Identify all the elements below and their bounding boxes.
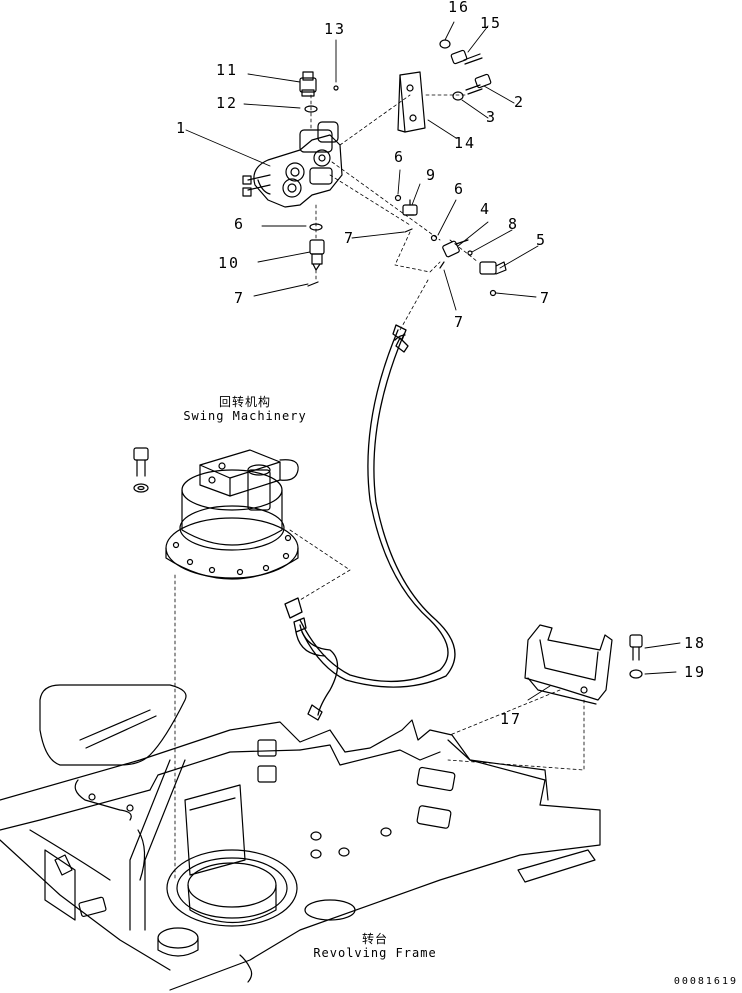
callout-19: 19 [684,663,707,681]
pin-part-7c [439,261,445,269]
callout-3: 3 [486,108,498,126]
caption-swing-en: Swing Machinery [183,408,307,423]
callout-4: 4 [480,200,492,218]
bracket-part-17 [524,624,613,705]
caption-revolving-frame: 转台 Revolving Frame [300,932,450,961]
drawing-number: 00081619 [673,976,738,987]
fitting-part-10 [309,239,325,271]
callout-12: 12 [216,94,239,112]
bolt-part-18 [629,634,643,661]
valve-assembly [242,121,343,208]
bracket-part-14 [397,71,426,133]
bolt-part-15 [450,49,483,65]
washer-part-19 [629,669,643,679]
bolt-part-2 [465,73,492,95]
swing-mount-lines [174,529,351,881]
fitting-part-11 [299,71,317,97]
callout-7-right: 7 [540,289,552,307]
callout-14: 14 [454,134,477,152]
caption-frame-en: Revolving Frame [313,945,437,960]
callout-16: 16 [448,0,471,16]
bracket-mount-lines [447,689,585,771]
callout-18: 18 [684,634,707,652]
pin-part-7b [404,228,413,233]
washer-part-3 [452,91,464,101]
fitting-part-4 [442,239,469,258]
callout-2: 2 [514,93,526,111]
caption-frame-cn: 转台 [361,932,388,946]
assembly-center-lines [310,94,479,331]
leader-lines [185,21,681,701]
callout-6-top: 6 [394,148,406,166]
pin-part-7a [307,281,319,287]
bolt-swing [133,447,149,493]
callout-11: 11 [216,61,239,79]
ring-part-7d [489,289,497,297]
ring-part-6b [394,194,402,202]
callout-5: 5 [536,231,548,249]
fitting-part-9 [402,199,418,216]
washer-part-16 [439,39,451,49]
callout-7-mid: 7 [344,229,356,247]
caption-swing-cn: 回转机构 [218,395,271,409]
o-ring-part-12 [304,105,318,113]
ring-part-13 [333,85,339,91]
callout-10: 10 [218,254,241,272]
ring-part-6c [430,234,438,242]
callout-1: 1 [176,119,188,137]
callout-6-mid: 6 [454,180,466,198]
callout-7-low: 7 [454,313,466,331]
callout-13: 13 [324,20,347,38]
callout-9: 9 [426,166,438,184]
callout-17: 17 [500,710,523,728]
swing-motor [165,449,299,580]
callout-8: 8 [508,215,520,233]
hydraulic-hoses [284,324,456,721]
callout-15: 15 [480,14,503,32]
callout-7-left: 7 [234,289,246,307]
ring-part-8 [467,250,473,256]
revolving-frame [0,684,601,991]
caption-swing-machinery: 回转机构 Swing Machinery [170,395,320,424]
elbow-part-5 [479,261,507,275]
callout-6-left: 6 [234,215,246,233]
